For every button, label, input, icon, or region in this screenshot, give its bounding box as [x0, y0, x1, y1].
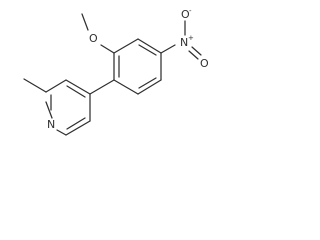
- bond-n-o-double-b: [188, 50, 199, 60]
- benzene-ring: [113, 38, 162, 95]
- bond-benz-double-2: [138, 44, 157, 56]
- bond-ring-double-2: [66, 117, 86, 130]
- bond-methyl: [23, 78, 47, 93]
- bond-benz-c5-c6: [137, 79, 162, 95]
- bond-c-o-methoxy: [100, 44, 115, 54]
- atom-charge-nitro-n: +: [188, 34, 194, 42]
- bond-benz-double-3: [138, 77, 157, 89]
- bond-c-n-nitro: [160, 44, 176, 54]
- bond-ring-double-1: [66, 85, 86, 98]
- bond-o-ch3-methoxy: [81, 13, 89, 31]
- bond-benz-c2-c3: [113, 38, 139, 54]
- bond-ring-c2-c3: [45, 79, 67, 93]
- atom-label-methoxy-o: O: [89, 32, 98, 45]
- bond-ring-c5-c6: [65, 120, 91, 136]
- bond-benz-c3-c4: [137, 38, 162, 54]
- bond-ring-n-c2: [45, 101, 53, 119]
- methoxy-group: [81, 13, 115, 54]
- atom-label-nitro-o-top: O: [181, 8, 190, 21]
- bond-n-o-double-a: [191, 46, 202, 56]
- bond-benz-c6-c1: [113, 79, 139, 95]
- pyridine-ring: [23, 78, 91, 136]
- atom-label-nitro-o-bottom: O: [200, 57, 209, 70]
- bond-ring-c3-c4: [65, 79, 91, 95]
- atom-label-pyridine-n: N: [47, 118, 55, 131]
- bond-biaryl: [89, 79, 115, 95]
- bond-ring-c6-n: [56, 129, 67, 136]
- chemical-structure-diagram: N O N + O - O: [23, 7, 209, 136]
- atom-label-nitro-n: N: [180, 36, 188, 49]
- atom-charge-nitro-o-top: -: [189, 7, 192, 15]
- nitro-group: [160, 20, 202, 60]
